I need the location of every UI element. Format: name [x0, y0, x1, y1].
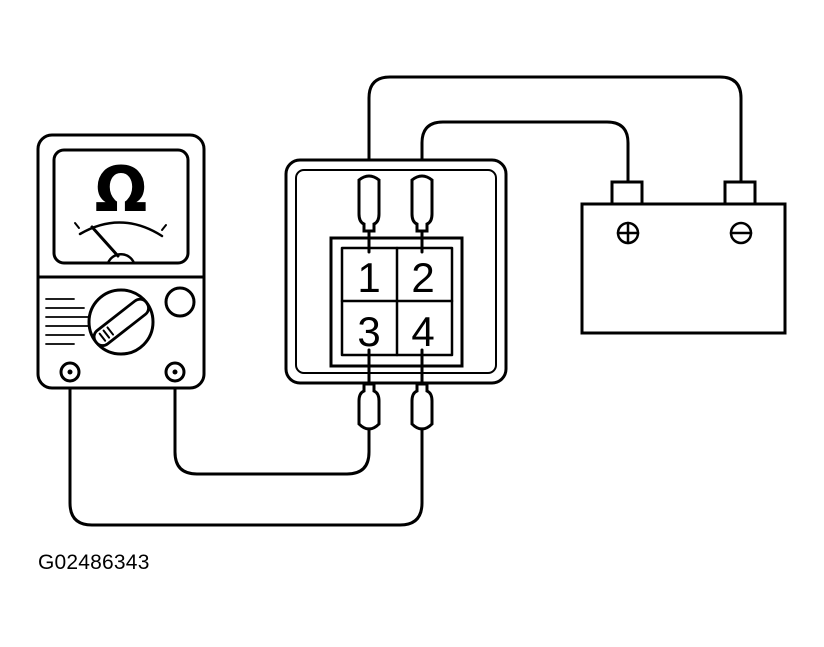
probe-pin1[interactable]: [357, 174, 381, 233]
pin-label-4: 4: [411, 308, 434, 355]
battery-body: [580, 202, 787, 335]
probe-pin3[interactable]: [357, 382, 381, 431]
meter-scale-arc: [78, 221, 164, 238]
battery-positive-symbol: [616, 221, 640, 245]
range-scale-lines: [45, 298, 89, 345]
wire-pin2-battery-positive: [420, 120, 630, 184]
meter-needle: [90, 225, 120, 258]
probes: [357, 174, 434, 431]
pin-label-1: 1: [357, 254, 380, 301]
relay-connector: 1 2 3 4: [284, 158, 508, 390]
ohmmeter: Ω: [36, 133, 206, 390]
meter-terminal-right-center: [172, 369, 178, 375]
battery-negative-terminal: [723, 180, 757, 206]
wire-pin3-meter-right: [173, 374, 371, 476]
wires: [68, 75, 743, 527]
ohm-unit-label: Ω: [95, 153, 148, 226]
battery-negative-symbol: [729, 221, 753, 245]
wire-pin4-meter-left: [68, 374, 424, 527]
range-selector-pointer: [92, 297, 150, 347]
pin-label-3: 3: [357, 308, 380, 355]
wire-pin1-battery-negative: [367, 75, 743, 184]
meter-scale-tick-right: [161, 224, 167, 231]
pin-label-2: 2: [411, 254, 434, 301]
meter-scale-tick-left: [74, 222, 80, 229]
zero-adjust-knob[interactable]: [164, 286, 196, 318]
battery-positive-terminal: [610, 180, 644, 206]
figure-id-label: G02486343: [38, 551, 150, 574]
probe-pin4[interactable]: [410, 382, 434, 431]
battery: [580, 180, 787, 335]
meter-needle-pivot: [106, 253, 136, 265]
meter-terminal-left-center: [67, 369, 73, 375]
probe-pin2[interactable]: [410, 174, 434, 233]
connector-housing-inner: [295, 169, 497, 374]
